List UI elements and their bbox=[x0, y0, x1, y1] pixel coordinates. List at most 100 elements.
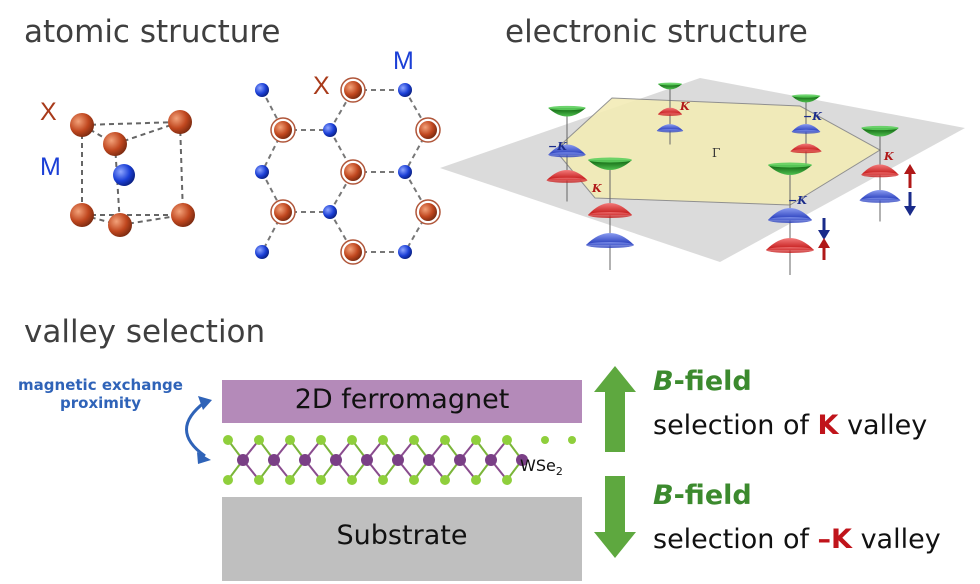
conduction-cone bbox=[548, 108, 586, 117]
conduction-cone bbox=[657, 84, 683, 90]
valence-cone-lower-base bbox=[546, 177, 588, 183]
label-x-lattice: X bbox=[313, 72, 330, 100]
atom-m bbox=[323, 123, 337, 137]
spin-arrows bbox=[818, 164, 916, 260]
valence-cone-upper-base bbox=[768, 217, 812, 223]
atom-x bbox=[344, 81, 362, 99]
valence-cone-upper-base bbox=[657, 112, 683, 116]
atom-m bbox=[398, 165, 412, 179]
valence-cone-lower bbox=[656, 124, 684, 131]
valley-cones bbox=[546, 82, 901, 275]
valence-cone-upper bbox=[588, 203, 632, 215]
atom-x bbox=[168, 110, 192, 134]
conduction-cone bbox=[791, 96, 821, 103]
proximity-label: magnetic exchange proximity bbox=[18, 376, 183, 412]
valence-cone-upper-base bbox=[861, 172, 899, 178]
se-atom bbox=[440, 435, 450, 445]
field-up-title: B-field bbox=[653, 366, 752, 397]
label-minus-k-top: −K bbox=[803, 110, 822, 123]
se-atom bbox=[541, 436, 549, 444]
w-atom bbox=[299, 454, 311, 466]
valence-cone-lower-base bbox=[790, 149, 822, 154]
se-atom bbox=[285, 475, 295, 485]
valence-cone-lower-base bbox=[859, 197, 901, 203]
field-down-arrow bbox=[594, 476, 636, 558]
label-gamma: Γ bbox=[712, 146, 721, 160]
conduction-cone-rim bbox=[791, 94, 821, 98]
atom-m bbox=[323, 205, 337, 219]
atom-m bbox=[398, 245, 412, 259]
atom-x bbox=[419, 203, 437, 221]
valence-cone-lower-base bbox=[656, 129, 684, 133]
ferromagnet-label: 2D ferromagnet bbox=[294, 384, 510, 415]
valence-cone-upper bbox=[791, 123, 821, 132]
field-down-description: selection of –K valley bbox=[653, 524, 941, 555]
w-atom bbox=[454, 454, 466, 466]
field-up-description: selection of K valley bbox=[653, 410, 928, 441]
atom-m bbox=[113, 164, 135, 186]
w-atom bbox=[485, 454, 497, 466]
heading-electronic-structure: electronic structure bbox=[505, 14, 808, 50]
se-atom bbox=[223, 475, 233, 485]
wse2-label: WSe2 bbox=[520, 456, 563, 479]
conduction-cone bbox=[861, 128, 899, 137]
w-atom bbox=[361, 454, 373, 466]
field-down-title: B-field bbox=[653, 480, 752, 511]
label-m-cell: M bbox=[40, 153, 61, 181]
se-atom bbox=[347, 475, 357, 485]
honeycomb-lattice bbox=[255, 77, 441, 265]
unit-cell-atoms bbox=[70, 110, 195, 237]
valence-cone-upper bbox=[861, 164, 899, 175]
atom-x bbox=[274, 203, 292, 221]
atom-x bbox=[70, 113, 94, 137]
conduction-cone bbox=[588, 160, 632, 170]
heading-valley-selection: valley selection bbox=[24, 314, 266, 350]
substrate-label: Substrate bbox=[336, 520, 468, 551]
atom-x bbox=[344, 163, 362, 181]
w-atom bbox=[423, 454, 435, 466]
valence-cone-lower-base bbox=[586, 242, 634, 248]
se-atom bbox=[471, 475, 481, 485]
heading-atomic-structure: atomic structure bbox=[24, 14, 281, 50]
se-atom bbox=[409, 475, 419, 485]
atom-x bbox=[274, 121, 292, 139]
wse2-layer bbox=[223, 435, 576, 485]
atom-x bbox=[103, 132, 127, 156]
se-atom bbox=[471, 435, 481, 445]
w-atom bbox=[516, 454, 528, 466]
label-k-bottom: K bbox=[592, 182, 602, 195]
field-up-arrow bbox=[594, 366, 636, 452]
valence-cone-lower-base bbox=[766, 247, 814, 253]
valence-cone-upper-base bbox=[548, 152, 586, 158]
se-atom bbox=[347, 435, 357, 445]
se-atom bbox=[502, 435, 512, 445]
se-atom bbox=[502, 475, 512, 485]
label-minus-k-left: −K bbox=[548, 140, 567, 153]
atom-x bbox=[70, 203, 94, 227]
se-atom bbox=[254, 475, 264, 485]
atom-x bbox=[108, 213, 132, 237]
se-atom bbox=[316, 475, 326, 485]
atom-x bbox=[419, 121, 437, 139]
valence-cone-lower bbox=[859, 190, 901, 201]
se-atom bbox=[568, 436, 576, 444]
valence-cone-upper bbox=[548, 144, 586, 155]
atom-m bbox=[255, 165, 269, 179]
conduction-cone-rim bbox=[548, 105, 586, 111]
label-m-lattice: M bbox=[393, 47, 414, 75]
se-atom bbox=[378, 475, 388, 485]
valence-cone-upper bbox=[657, 107, 683, 115]
valence-cone-upper bbox=[768, 208, 812, 220]
se-atom bbox=[254, 435, 264, 445]
w-atom bbox=[392, 454, 404, 466]
atom-m bbox=[398, 83, 412, 97]
se-atom bbox=[409, 435, 419, 445]
conduction-cone bbox=[768, 165, 812, 175]
valence-cone-lower bbox=[790, 143, 822, 152]
atom-x bbox=[344, 243, 362, 261]
se-atom bbox=[285, 435, 295, 445]
ferromagnet-layer bbox=[222, 380, 582, 423]
label-minus-k-bottom: −K bbox=[788, 194, 807, 207]
conduction-cone-rim bbox=[768, 162, 812, 168]
